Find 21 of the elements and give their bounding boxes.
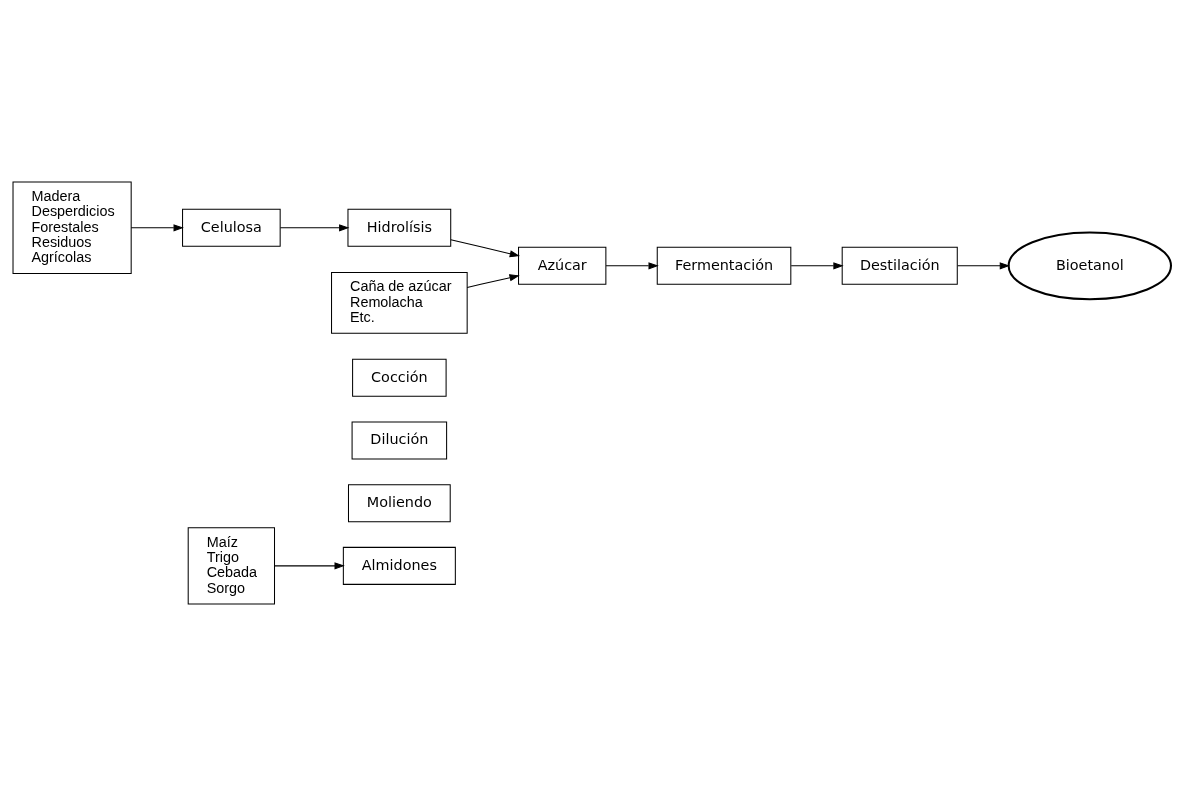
arrow <box>605 262 659 270</box>
node-box: Hidrolísis <box>347 208 452 247</box>
node-box: Dilución <box>351 421 448 460</box>
node-box: Madera Desperdicios Forestales Residuos Agrícolas <box>12 181 132 275</box>
node-ellipse: Bioetanol <box>1007 231 1172 301</box>
arrow <box>450 239 520 258</box>
node-box: Caña de azúcar Remolacha Etc. <box>331 272 468 334</box>
node-box: Almidones <box>342 546 456 585</box>
node-box: Destilación <box>841 246 958 285</box>
node-box: Celulosa <box>182 208 281 247</box>
arrow <box>790 262 844 270</box>
arrow <box>957 262 1011 270</box>
arrow <box>279 224 350 232</box>
arrow <box>466 274 520 288</box>
node-box: Fermentación <box>656 246 792 285</box>
node-box: Azúcar <box>518 246 607 285</box>
node-box: Moliendo <box>347 484 451 523</box>
arrow <box>130 224 184 232</box>
node-box: Maíz Trigo Cebada Sorgo <box>187 527 276 605</box>
arrow <box>274 562 345 570</box>
node-box: Cocción <box>352 358 447 397</box>
